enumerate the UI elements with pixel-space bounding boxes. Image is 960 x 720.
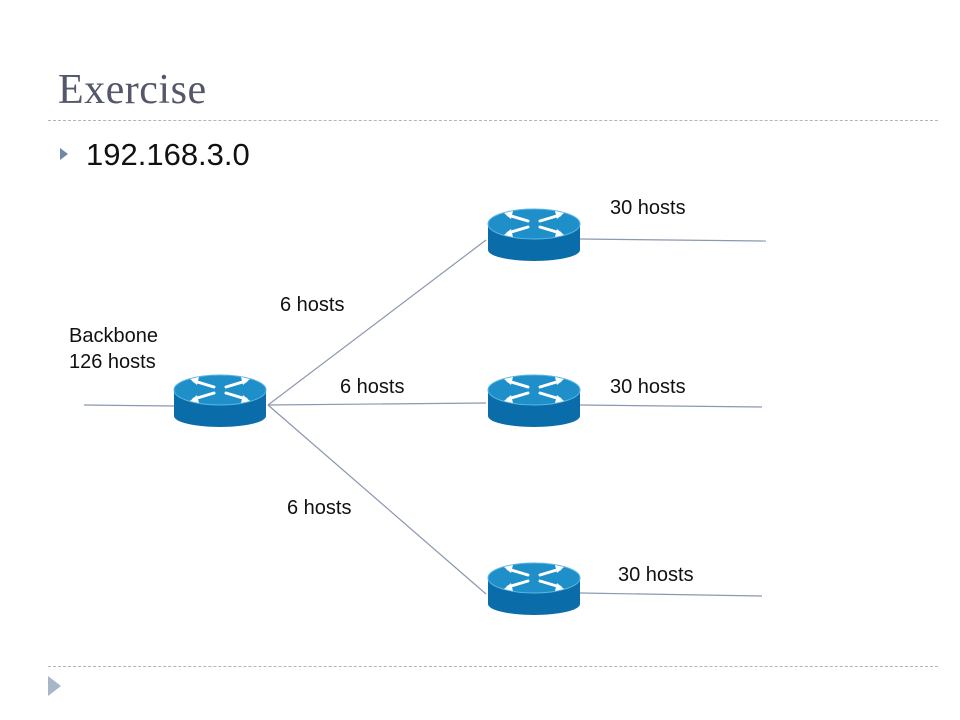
bullet-triangle-icon <box>60 148 68 160</box>
backbone-label: Backbone 126 hosts <box>69 323 158 375</box>
backbone-lan-line <box>83 404 177 407</box>
link-top-label: 6 hosts <box>280 294 345 316</box>
lan-top-label: 30 hosts <box>610 197 686 219</box>
link-middle-label: 6 hosts <box>340 376 405 398</box>
link-middle <box>267 402 487 406</box>
router-icon <box>172 373 268 429</box>
lan-bottom-label: 30 hosts <box>618 564 694 586</box>
lan-middle-label: 30 hosts <box>610 376 686 398</box>
slide-title: Exercise <box>58 67 207 113</box>
link-bottom <box>267 404 487 595</box>
router-icon <box>486 373 582 429</box>
footer-triangle-icon <box>48 676 61 696</box>
router-icon <box>486 561 582 617</box>
title-rule <box>48 120 938 121</box>
backbone-label-line2: 126 hosts <box>69 351 156 373</box>
lan-line-middle <box>579 404 763 408</box>
link-top <box>267 239 487 406</box>
router-icon <box>486 207 582 263</box>
link-bottom-label: 6 hosts <box>287 497 352 519</box>
bullet-text: 192.168.3.0 <box>86 137 250 172</box>
footer-rule <box>48 666 938 667</box>
lan-line-top <box>579 238 767 242</box>
lan-line-bottom <box>579 592 763 597</box>
backbone-label-line1: Backbone <box>69 325 158 347</box>
